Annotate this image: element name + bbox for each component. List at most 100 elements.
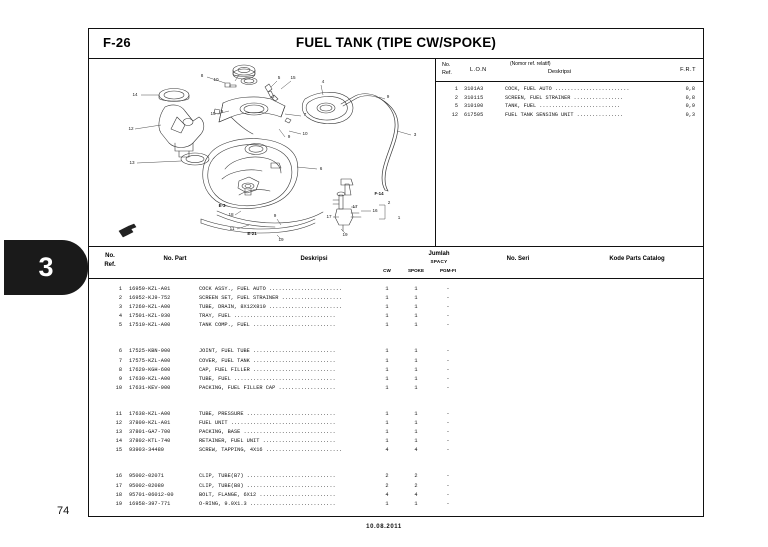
- lon-cell-frt: 0,3: [685, 111, 695, 118]
- header-spoke: SPOKE: [407, 268, 425, 273]
- lon-cell-frt: 0,8: [685, 86, 695, 92]
- cell-qty-spoke: 2: [414, 482, 418, 489]
- cell-description: TUBE, FUEL .............................…: [199, 375, 336, 382]
- lon-cell-lon: 310100: [464, 103, 484, 109]
- lon-header-ref-label: Ref.: [442, 70, 452, 76]
- lon-cell-ref: 1: [454, 86, 458, 92]
- lon-cell-lon: 617505: [464, 111, 484, 118]
- cell-qty-pgmfi: -: [446, 304, 450, 311]
- cell-part-number: 17525-KBN-900: [129, 348, 171, 355]
- lon-cell-desc: COCK, FUEL AUTO ........................: [505, 86, 630, 92]
- cell-description: RETAINER, FUEL UNIT ....................…: [199, 438, 336, 445]
- cell-qty-cw: 1: [385, 357, 389, 364]
- svg-text:17: 17: [352, 204, 358, 209]
- cell-ref: 19: [115, 500, 122, 507]
- cell-qty-cw: 4: [385, 491, 389, 498]
- cell-part-number: 37800-KZL-A01: [129, 420, 171, 427]
- parts-table-header: No. Ref. No. Part Deskripsi Jumlah SPACY…: [89, 247, 703, 279]
- fuel-tank-illustration: 14 12 13 8 10 15 9 5 15 7 9 10 4 9 3 6 1: [118, 64, 417, 242]
- lon-cell-frt: 0,8: [685, 94, 695, 101]
- cell-description: TRAY, FUEL .............................…: [199, 313, 336, 320]
- cell-description: TUBE, DRAIN, 8X12X810 ..................…: [199, 304, 343, 311]
- cell-qty-cw: 1: [385, 304, 389, 311]
- svg-text:18: 18: [228, 212, 234, 217]
- lon-cell-desc: FUEL TANK SENSING UNIT ...............: [505, 111, 624, 118]
- cell-qty-cw: 1: [385, 420, 389, 427]
- svg-text:9: 9: [288, 134, 291, 139]
- lon-header-nomor-ref: (Nomor ref. relatif): [510, 61, 551, 67]
- cell-qty-spoke: 1: [414, 375, 418, 382]
- cell-qty-spoke: 1: [414, 500, 418, 507]
- header-pgmfi: PGM-FI: [439, 268, 457, 273]
- cell-part-number: 95002-02071: [129, 473, 164, 480]
- cell-qty-spoke: 1: [414, 295, 418, 302]
- svg-text:1: 1: [398, 215, 401, 220]
- lon-cell-frt: 0,9: [685, 103, 695, 109]
- diagram-reference-tags: F-14 E-3 E-21: [219, 191, 384, 236]
- svg-text:15: 15: [210, 111, 216, 116]
- lon-table-header: No. Ref. L.O.N (Nomor ref. relatif) Desk…: [436, 59, 703, 82]
- lon-cell-lon: 3101A3: [464, 86, 484, 92]
- cell-ref: 7: [118, 357, 122, 364]
- cell-qty-spoke: 1: [414, 357, 418, 364]
- page-title: FUEL TANK (TIPE CW/SPOKE): [295, 35, 497, 50]
- cell-qty-spoke: 2: [414, 473, 418, 480]
- cell-qty-spoke: 1: [414, 304, 418, 311]
- cell-ref: 10: [115, 384, 122, 391]
- footer-date: 10.08.2011: [366, 524, 402, 530]
- cell-qty-cw: 1: [385, 322, 389, 329]
- cell-part-number: 37802-KTL-740: [129, 438, 171, 445]
- cell-description: SCREEN SET, FUEL STRAINER ..............…: [199, 295, 343, 302]
- lon-cell-desc: TANK, FUEL ..........................: [505, 103, 621, 109]
- figure-number: F-26: [103, 35, 131, 50]
- cell-qty-cw: 1: [385, 295, 389, 302]
- cell-description: COCK ASSY., FUEL AUTO ..................…: [199, 286, 343, 292]
- cell-description: CAP, FUEL FILLER .......................…: [199, 366, 336, 373]
- cell-description: COVER, FUEL TANK .......................…: [199, 357, 336, 364]
- cell-part-number: 17260-KZL-A00: [129, 304, 171, 311]
- cell-ref: 4: [118, 313, 122, 320]
- svg-text:11: 11: [230, 226, 235, 231]
- cell-description: BOLT, FLANGE, 6X12 .....................…: [199, 491, 336, 498]
- cell-part-number: 17620-KGH-600: [129, 366, 171, 373]
- svg-text:F-14: F-14: [374, 191, 384, 196]
- cell-qty-pgmfi: -: [446, 384, 450, 391]
- cell-qty-pgmfi: -: [446, 500, 450, 507]
- cell-description: FUEL UNIT ..............................…: [199, 420, 336, 427]
- cell-qty-pgmfi: -: [446, 366, 450, 373]
- cell-part-number: 17575-KZL-A00: [129, 357, 171, 364]
- cell-part-number: 95002-02080: [129, 482, 164, 489]
- cell-qty-pgmfi: -: [446, 491, 450, 498]
- cell-qty-spoke: 1: [414, 286, 418, 292]
- lon-table-row: 12 617505 FUEL TANK SENSING UNIT .........…: [436, 112, 703, 121]
- svg-text:8: 8: [201, 73, 204, 78]
- cell-qty-pgmfi: -: [446, 410, 450, 417]
- cell-part-number: 93903-34480: [129, 447, 164, 454]
- svg-text:E-21: E-21: [247, 231, 257, 236]
- cell-ref: 15: [115, 447, 122, 454]
- cell-description: TANK COMP., FUEL .......................…: [199, 322, 336, 329]
- cell-qty-spoke: 1: [414, 429, 418, 436]
- lon-cell-ref: 12: [451, 111, 458, 118]
- svg-text:9: 9: [387, 94, 390, 99]
- cell-qty-cw: 1: [385, 375, 389, 382]
- cell-qty-cw: 1: [385, 429, 389, 436]
- lon-header-no: No.: [442, 62, 451, 68]
- lon-cell-desc: SCREEN, FUEL STRAINER ................: [505, 94, 624, 101]
- cell-description: O-RING, 9.0X1.3 ........................…: [199, 500, 336, 507]
- svg-text:9: 9: [221, 109, 224, 114]
- cell-part-number: 16958-397-771: [129, 500, 171, 507]
- cell-qty-pgmfi: -: [446, 322, 450, 329]
- cell-description: PACKING, BASE ..........................…: [199, 429, 336, 436]
- cell-part-number: 37801-GA7-700: [129, 429, 171, 436]
